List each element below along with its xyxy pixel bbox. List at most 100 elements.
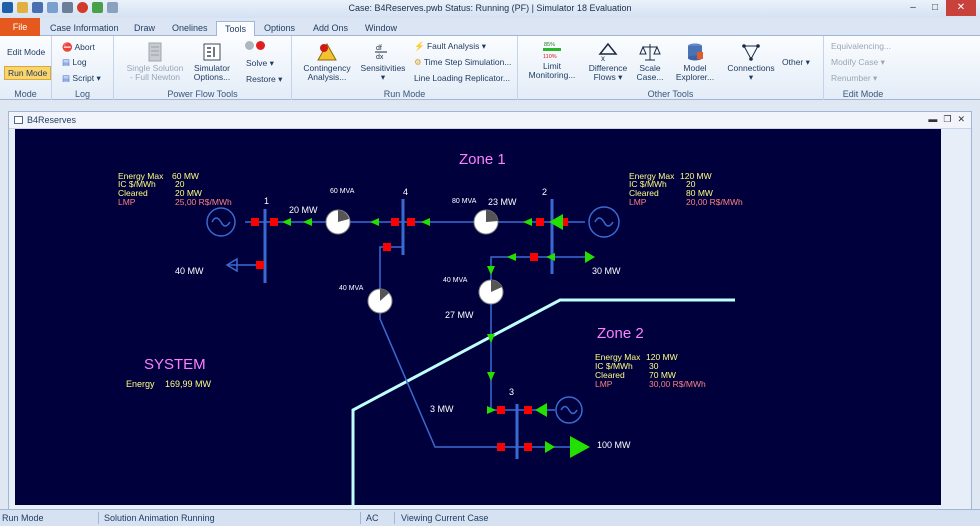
oneline-canvas[interactable]: Zone 1 Zone 2 SYSTEM Energy 169,99 MW En… — [15, 129, 941, 505]
time-step-simulation-button[interactable]: ⚙ Time Step Simulation... — [414, 57, 511, 68]
breaker[interactable] — [524, 443, 532, 451]
ribbon-tabs: File Case Information Draw Onelines Tool… — [0, 18, 980, 37]
script-icon: ▤ — [62, 73, 71, 83]
limit-monitoring-button[interactable]: 85%110% Limit Monitoring... — [526, 40, 578, 80]
line-loading-replicator-button[interactable]: Line Loading Replicator... — [414, 73, 510, 83]
sensitivities-label: Sensitivities — [360, 63, 406, 73]
gen3-symbol[interactable] — [555, 396, 583, 424]
tab-options[interactable]: Options — [264, 23, 296, 33]
abort-icon[interactable] — [77, 2, 88, 13]
line-1-4-flow: 20 MW — [289, 205, 318, 215]
quick-access-toolbar — [2, 2, 118, 13]
load3-arrow[interactable] — [570, 436, 590, 458]
solve-button[interactable]: Solve ▾ — [246, 58, 274, 68]
line-4-2-flow: 23 MW — [488, 197, 517, 207]
customize-qat-icon[interactable] — [107, 2, 118, 13]
gen2-symbol[interactable] — [588, 206, 620, 238]
tab-file[interactable]: File — [0, 18, 40, 36]
edit-mode-group: Equivalencing... Modify Case ▾ Renumber … — [824, 36, 902, 100]
load1-label: 40 MW — [175, 266, 204, 276]
status-mode: Run Mode — [2, 513, 44, 523]
breaker[interactable] — [524, 406, 532, 414]
save-icon[interactable] — [32, 2, 43, 13]
fault-analysis-button[interactable]: ⚡ Fault Analysis ▾ — [414, 41, 487, 51]
breaker[interactable] — [530, 253, 538, 261]
breaker[interactable] — [270, 218, 278, 226]
bus4-label: 4 — [403, 187, 408, 197]
close-button[interactable]: ✕ — [946, 0, 976, 16]
minimize-button[interactable]: – — [910, 2, 916, 13]
svg-text:x: x — [601, 54, 605, 62]
system-title: SYSTEM — [144, 356, 206, 373]
line-4-3-pie[interactable] — [367, 288, 393, 314]
gen3-cleared: 70 MW — [649, 370, 676, 380]
breaker[interactable] — [256, 261, 264, 269]
open-icon[interactable] — [17, 2, 28, 13]
breaker[interactable] — [497, 443, 505, 451]
scale-case-button[interactable]: Scale Case... — [634, 42, 666, 82]
svg-text:110%: 110% — [543, 54, 557, 60]
gen1-symbol[interactable] — [206, 207, 236, 237]
status-ac: AC — [366, 513, 379, 523]
single-solution-button[interactable]: Single Solution - Full Newton — [122, 42, 188, 82]
connections-button[interactable]: Connections▾ — [724, 42, 778, 82]
pause-icon[interactable] — [245, 41, 266, 52]
tab-onelines[interactable]: Onelines — [172, 23, 208, 33]
line-4-2-pie[interactable] — [473, 209, 499, 235]
gen1-cleared: 20 MW — [175, 188, 202, 198]
script-button[interactable]: ▤ Script ▾ — [62, 73, 101, 83]
equivalencing-button[interactable]: Equivalencing... — [831, 41, 892, 51]
gen2-lmp-label: LMP — [629, 197, 647, 207]
model-explorer-button[interactable]: Model Explorer... — [672, 42, 718, 82]
maximize-button[interactable]: □ — [931, 2, 939, 13]
line-1-4-pie[interactable] — [325, 209, 351, 235]
doc-restore-button[interactable]: ❐ — [943, 114, 952, 124]
tab-draw[interactable]: Draw — [134, 23, 156, 33]
other-tools-group: 85%110% Limit Monitoring... x Difference… — [518, 36, 824, 100]
solve-label: Solve — [246, 58, 268, 68]
connections-label: Connections — [727, 63, 775, 73]
bus2-label: 2 — [542, 187, 547, 197]
renumber-button[interactable]: Renumber ▾ — [831, 73, 878, 83]
single-solution-label: Single Solution — [126, 63, 184, 73]
limit-monitoring-icon: 85% 110% — [543, 42, 561, 60]
abort-button[interactable]: ⛔ Abort — [62, 42, 95, 53]
load1-arrow[interactable] — [225, 257, 238, 273]
breaker[interactable] — [407, 218, 415, 226]
doc-close-button[interactable]: ✕ — [957, 114, 965, 124]
simulator-options-button[interactable]: Simulator Options... — [190, 42, 234, 82]
mode-group: Edit Mode Run Mode Mode — [0, 36, 52, 100]
line-4-2-mva: 80 MVA — [452, 198, 477, 205]
status-separator — [98, 512, 99, 524]
flow-arrow — [282, 218, 291, 226]
tab-window[interactable]: Window — [365, 23, 398, 33]
log-button[interactable]: ▤ Log — [62, 57, 87, 68]
other-menu-button[interactable]: Other ▾ — [782, 57, 810, 67]
refresh-icon[interactable] — [92, 2, 103, 13]
breaker[interactable] — [497, 406, 505, 414]
restore-button[interactable]: Restore ▾ — [246, 74, 283, 84]
svg-text:df: df — [376, 45, 382, 52]
app-icon[interactable] — [2, 2, 13, 13]
svg-text:85%: 85% — [544, 42, 555, 48]
breaker[interactable] — [536, 218, 544, 226]
edit-mode-button[interactable]: Edit Mode — [7, 47, 46, 57]
log-icon: ▤ — [62, 57, 71, 67]
breaker[interactable] — [383, 243, 391, 251]
tab-tools[interactable]: Tools — [216, 21, 256, 37]
difference-flows-button[interactable]: x Difference Flows ▾ — [584, 42, 632, 82]
undo-icon[interactable] — [47, 2, 58, 13]
tab-add-ons[interactable]: Add Ons — [313, 23, 349, 33]
run-mode-button[interactable]: Run Mode — [4, 66, 52, 80]
contingency-analysis-button[interactable]: Contingency Analysis... — [300, 42, 354, 82]
line-2-3-pie[interactable] — [478, 279, 504, 305]
modify-case-button[interactable]: Modify Case ▾ — [831, 57, 885, 67]
breaker[interactable] — [251, 218, 259, 226]
document-title-bar: B4Reserves ▬ ❐ ✕ — [9, 112, 971, 129]
doc-minimize-button[interactable]: ▬ — [928, 114, 938, 124]
breaker[interactable] — [391, 218, 399, 226]
tab-case-information[interactable]: Case Information — [50, 23, 119, 33]
print-icon[interactable] — [62, 2, 73, 13]
load2-arrow[interactable] — [585, 251, 595, 263]
